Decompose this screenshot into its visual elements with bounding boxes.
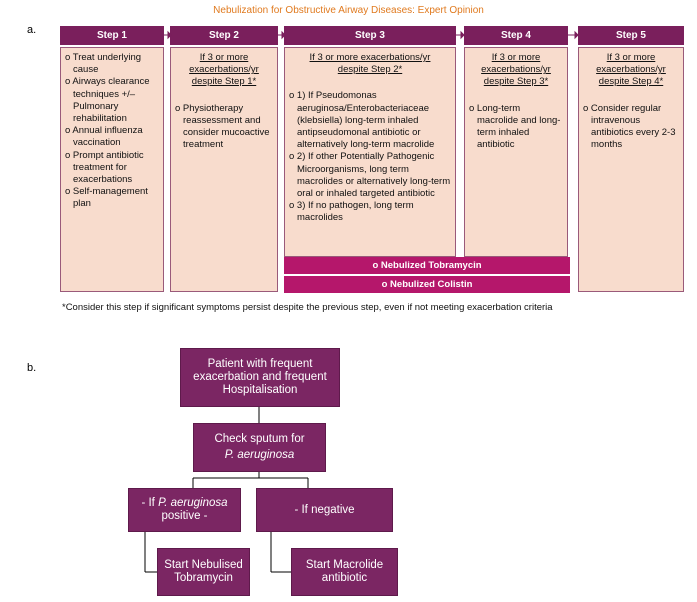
panel-a-label: a. [27,24,37,36]
figure-title: Nebulization for Obstructive Airway Dise… [213,5,484,16]
patient-text: Patient with frequent exacerbation and f… [193,358,327,396]
step-1-item: o Prompt antibiotic treatment for exacer… [65,149,144,186]
step-1-body: o Treat underlying cause o Airways clear… [60,47,164,292]
step-2-condition: If 3 or more [199,52,249,63]
check-sputum-box: Check sputum for P. aeruginosa [193,423,326,472]
step-5-condition: despite Step 4* [598,76,664,88]
step-3-item: o 3) If no pathogen, long term macrolide… [289,200,414,224]
positive-box: - If P. aeruginosa positive - [128,488,241,532]
start-macrolide-box: Start Macrolide antibiotic [291,548,398,596]
start-tobramycin-text: Start Nebulised Tobramycin [164,559,243,584]
start-macrolide-text: Start Macrolide antibiotic [305,559,384,584]
step-3-item: o 2) If other Potentially Pathogenic Mic… [289,151,451,200]
step-4-condition: despite Step 3* [483,76,549,88]
step-5-condition: exacerbations/yr [596,64,666,76]
check-sputum-organism: P. aeruginosa [224,449,295,461]
positive-organism: P. aeruginosa [158,497,228,509]
panel-b-label: b. [27,362,37,374]
step-3-item: o 1) If Pseudomonas aeruginosa/Enterobac… [289,90,435,151]
step-2-item: o Physiotherapy reassessment and conside… [175,102,270,151]
step-2-body: If 3 or more exacerbations/yr despite St… [170,47,278,292]
step-1-header: Step 1 [60,26,164,45]
step-1-item: o Annual influenza vaccination [65,125,143,149]
positive-prefix: - If [141,497,159,509]
patient-box: Patient with frequent exacerbation and f… [180,348,340,407]
footnote: *Consider this step if significant sympt… [62,302,553,313]
step-4-item: o Long-term macrolide and long-term inha… [469,102,561,151]
step-5-condition: If 3 or more [606,52,656,63]
step-4-condition: If 3 or more [491,52,541,63]
step-4-header: Step 4 [464,26,568,45]
step-3-header: Step 3 [284,26,456,45]
step-3-condition: If 3 or more exacerbations/yr [309,52,431,63]
step-5-header: Step 5 [578,26,684,45]
nebulized-tobramycin-bar: o Nebulized Tobramycin [284,257,570,274]
negative-text: - If negative [294,503,355,516]
positive-suffix: positive - [161,510,208,522]
step-3-condition: despite Step 2* [337,64,403,76]
nebulized-colistin-bar: o Nebulized Colistin [284,276,570,293]
step-4-condition: exacerbations/yr [481,64,551,76]
step-1-item: o Self-management plan [65,186,148,210]
step-2-header: Step 2 [170,26,278,45]
step-5-body: If 3 or more exacerbations/yr despite St… [578,47,684,292]
step-1-item: o Treat underlying cause [65,52,142,76]
step-1-item: o Airways clearance techniques +/– Pulmo… [65,76,150,125]
step-3-body: If 3 or more exacerbations/yr despite St… [284,47,456,257]
start-tobramycin-box: Start Nebulised Tobramycin [157,548,250,596]
step-arrows [164,30,579,40]
step-5-item: o Consider regular intravenous antibioti… [583,102,676,151]
step-2-condition: exacerbations/yr [189,64,259,76]
step-4-body: If 3 or more exacerbations/yr despite St… [464,47,568,257]
check-sputum-text: Check sputum for [214,433,305,445]
negative-box: - If negative [256,488,393,532]
step-2-condition: despite Step 1* [191,76,257,88]
